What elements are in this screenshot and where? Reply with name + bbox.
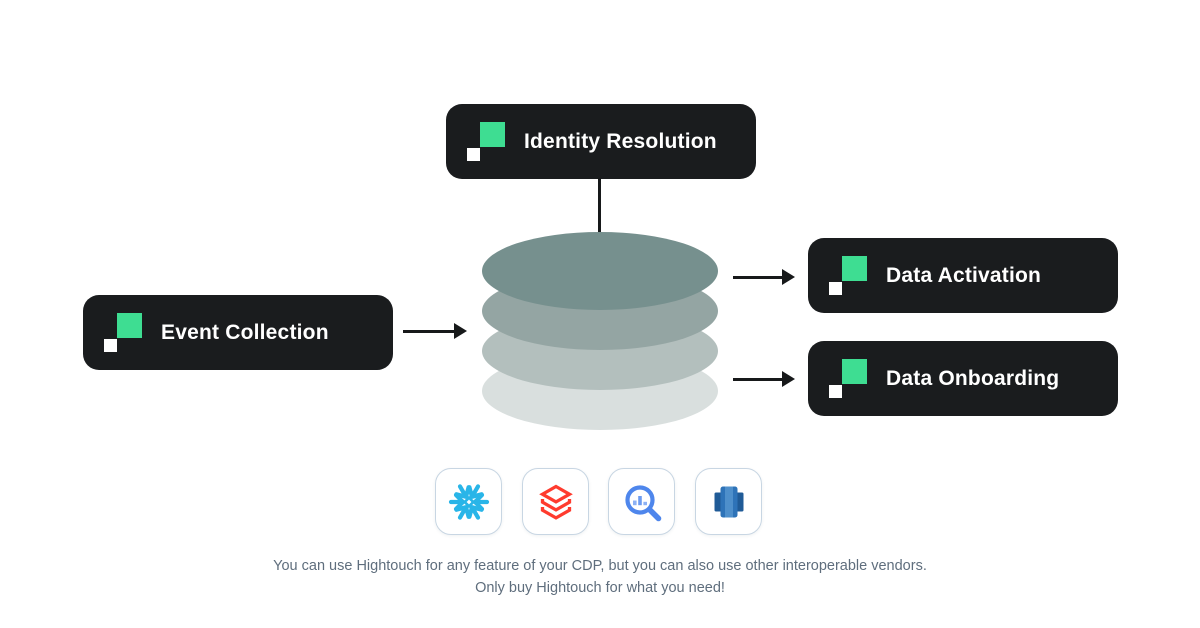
logo-white-square xyxy=(104,339,117,352)
logo-green-square xyxy=(117,313,142,338)
arrow-shaft xyxy=(403,329,456,333)
logo-green-square xyxy=(842,256,867,281)
identity-resolution-badge[interactable]: Identity Resolution xyxy=(446,104,756,179)
hightouch-logo-icon xyxy=(467,122,505,161)
warehouse-to-onboarding-arrow xyxy=(733,371,795,387)
redshift-vendor-card[interactable] xyxy=(695,468,762,535)
identity-to-warehouse-connector xyxy=(598,178,601,236)
data-activation-label: Data Activation xyxy=(886,263,1042,287)
logo-green-square xyxy=(480,122,505,147)
warehouse-to-activation-arrow xyxy=(733,269,795,285)
hightouch-logo-icon xyxy=(829,359,867,398)
caption-line-2: Only buy Hightouch for what you need! xyxy=(475,580,725,596)
bigquery-vendor-card[interactable] xyxy=(608,468,675,535)
snowflake-vendor-card[interactable] xyxy=(435,468,502,535)
event-to-warehouse-arrow xyxy=(403,323,467,339)
event-collection-label: Event Collection xyxy=(161,320,329,344)
hightouch-logo-icon xyxy=(104,313,142,352)
event-collection-badge[interactable]: Event Collection xyxy=(83,295,393,370)
footer-caption: You can use Hightouch for any feature of… xyxy=(0,555,1200,599)
caption-line-1: You can use Hightouch for any feature of… xyxy=(273,558,927,574)
hightouch-logo-icon xyxy=(829,256,867,295)
databricks-icon xyxy=(538,484,573,520)
logo-white-square xyxy=(467,148,480,161)
arrow-head-icon xyxy=(454,323,467,339)
logo-green-square xyxy=(842,359,867,384)
data-onboarding-badge[interactable]: Data Onboarding xyxy=(808,341,1118,416)
warehouse-cylinder-layer xyxy=(482,232,718,310)
bigquery-icon xyxy=(624,484,661,521)
redshift-icon xyxy=(714,486,743,517)
arrow-shaft xyxy=(733,275,784,279)
snowflake-icon xyxy=(448,483,489,520)
logo-white-square xyxy=(829,385,842,398)
logo-white-square xyxy=(829,282,842,295)
databricks-vendor-card[interactable] xyxy=(522,468,589,535)
arrow-head-icon xyxy=(782,371,795,387)
data-activation-badge[interactable]: Data Activation xyxy=(808,238,1118,313)
identity-resolution-label: Identity Resolution xyxy=(524,129,717,153)
data-onboarding-label: Data Onboarding xyxy=(886,366,1060,390)
arrow-head-icon xyxy=(782,269,795,285)
arrow-shaft xyxy=(733,377,784,381)
